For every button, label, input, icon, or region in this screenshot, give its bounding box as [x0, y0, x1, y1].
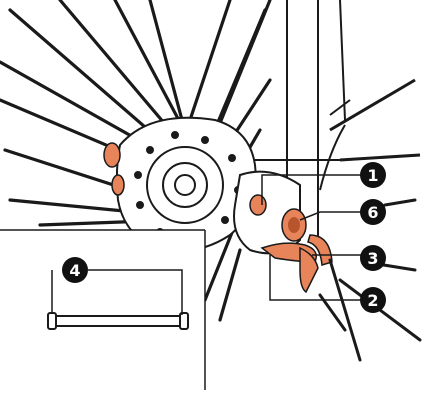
leader-lines — [51, 174, 362, 315]
callout-4-label: 4 — [69, 261, 80, 280]
inset-panel — [0, 229, 206, 396]
callout-1-label: 1 — [367, 166, 378, 185]
quick-release-lever — [260, 208, 333, 294]
left-axle-nut — [103, 142, 125, 196]
skewer-rod — [47, 312, 189, 330]
callout-2: 2 — [360, 287, 386, 313]
axle-nut — [249, 194, 267, 216]
callout-3: 3 — [360, 245, 386, 271]
fork-leg — [255, 0, 421, 250]
callout-6-label: 6 — [367, 203, 378, 222]
hub-flange — [115, 116, 257, 252]
callout-1: 1 — [360, 162, 386, 188]
callout-6: 6 — [360, 199, 386, 225]
callout-2-label: 2 — [367, 291, 378, 310]
callout-3-label: 3 — [367, 249, 378, 268]
callout-4: 4 — [62, 257, 88, 283]
